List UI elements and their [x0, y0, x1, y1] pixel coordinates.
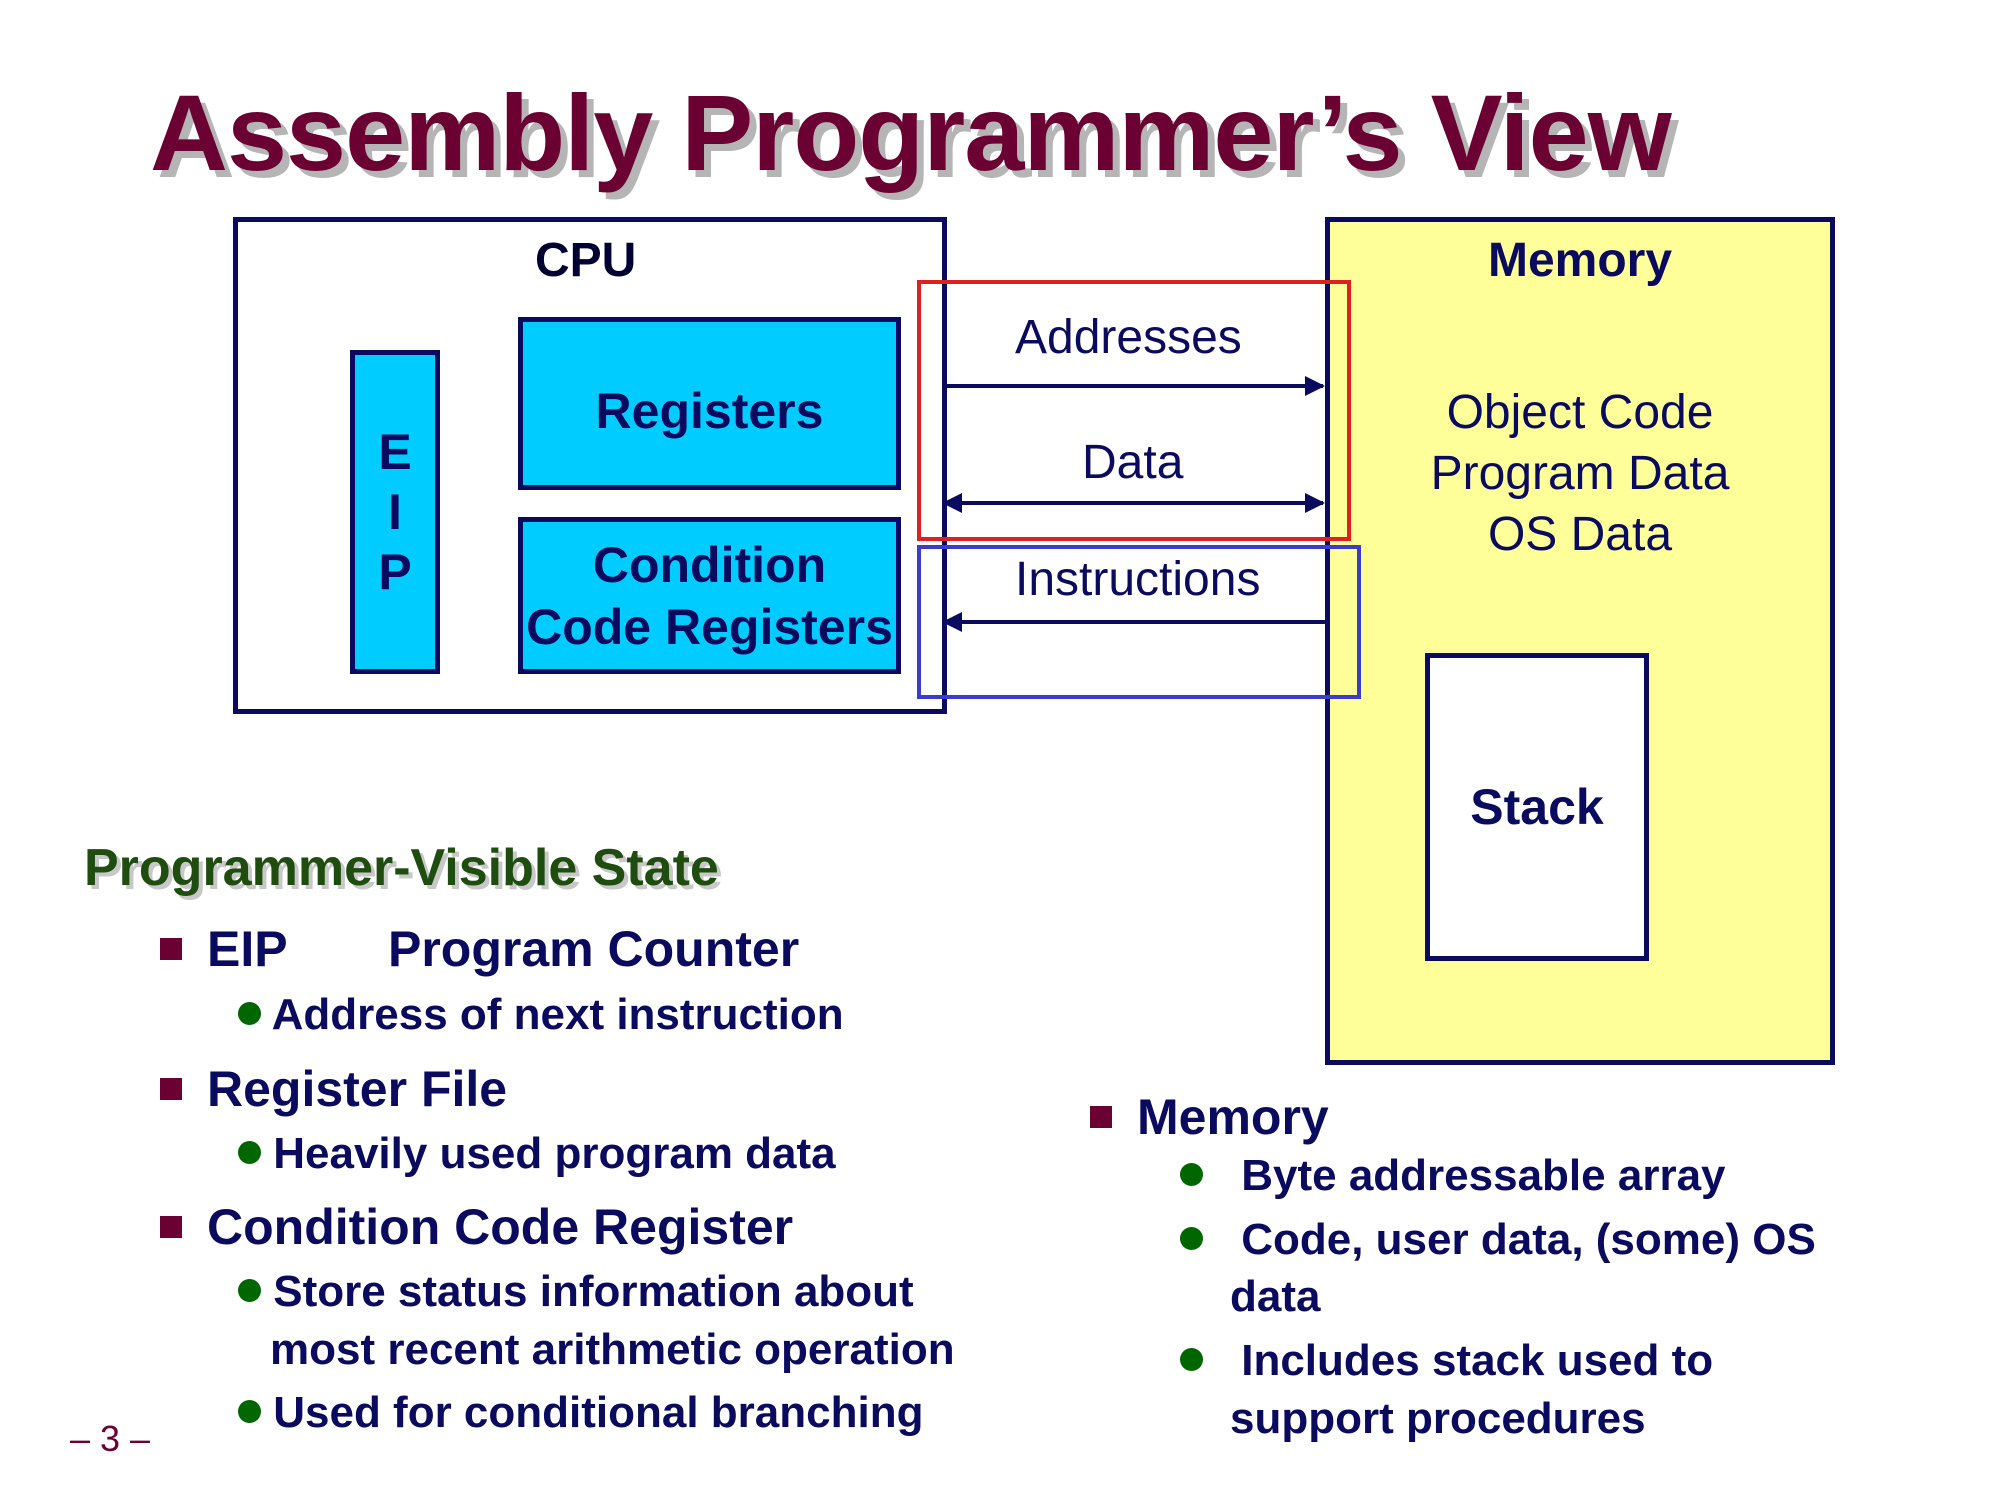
- square-bullet-icon: [160, 1077, 182, 1100]
- instructions-highlight: [917, 545, 1361, 699]
- bullet-ccr-sub2: Used for conditional branching: [238, 1384, 923, 1442]
- memory-content-object-code: Object Code: [1446, 386, 1714, 439]
- page-number: – 3 –: [70, 1418, 151, 1459]
- eip-name: EIP: [207, 921, 288, 977]
- round-bullet-icon: [1180, 1162, 1203, 1186]
- state-heading: Programmer-Visible State: [84, 839, 719, 897]
- memory-contents: Object Code Program Data OS Data: [1325, 382, 1835, 565]
- condition-code-registers-box: Condition Code Registers: [518, 517, 901, 674]
- round-bullet-icon: [238, 1399, 261, 1423]
- bullet-memory-b3: Includes stack used to: [1180, 1332, 1713, 1390]
- register-file-label: Register File: [207, 1061, 508, 1117]
- bullet-memory-b1: Byte addressable array: [1180, 1147, 1726, 1205]
- bullet-memory: Memory: [1090, 1088, 1329, 1146]
- cpu-label: CPU: [535, 234, 637, 287]
- memory-b3-line1: Includes stack used to: [1241, 1336, 1714, 1385]
- bullet-eip-sub: Address of next instruction: [238, 986, 844, 1044]
- ccr-label-line1: Condition: [592, 536, 827, 593]
- eip-letter: P: [378, 544, 412, 600]
- eip-letter: E: [378, 424, 412, 480]
- round-bullet-icon: [238, 1278, 261, 1302]
- slide-title: Assembly Programmer’s View: [150, 72, 1672, 193]
- eip-register: E I P: [350, 350, 440, 674]
- memory-notes-heading: Memory: [1137, 1089, 1329, 1145]
- ccr-sub2-text: Used for conditional branching: [273, 1388, 924, 1437]
- eip-description: Program Counter: [388, 921, 800, 977]
- bullet-register-file: Register File: [160, 1060, 507, 1118]
- bullet-register-file-sub: Heavily used program data: [238, 1125, 836, 1183]
- ccr-sub1-line1: Store status information about: [273, 1267, 914, 1316]
- round-bullet-icon: [1180, 1226, 1203, 1250]
- stack-label: Stack: [1470, 779, 1604, 835]
- memory-content-program-data: Program Data: [1430, 447, 1730, 500]
- addresses-label: Addresses: [1015, 311, 1242, 364]
- ccr-label: Condition Code Register: [207, 1199, 794, 1255]
- address-data-highlight: [917, 280, 1351, 541]
- ccr-label-line2: Code Registers: [526, 598, 893, 655]
- round-bullet-icon: [238, 1140, 261, 1164]
- round-bullet-icon: [1180, 1347, 1203, 1371]
- bullet-memory-b2: Code, user data, (some) OS: [1180, 1211, 1816, 1269]
- eip-sub-text: Address of next instruction: [271, 990, 844, 1039]
- eip-letter: I: [388, 484, 402, 540]
- memory-b2-line1: Code, user data, (some) OS: [1241, 1215, 1816, 1264]
- memory-b3-line2: support procedures: [1230, 1394, 1646, 1443]
- bullet-eip: EIP: [160, 920, 288, 978]
- bullet-ccr: Condition Code Register: [160, 1198, 793, 1256]
- square-bullet-icon: [160, 937, 182, 960]
- square-bullet-icon: [160, 1215, 182, 1238]
- memory-content-os-data: OS Data: [1487, 508, 1673, 561]
- memory-b1-text: Byte addressable array: [1241, 1151, 1726, 1200]
- square-bullet-icon: [1090, 1105, 1112, 1128]
- registers-label: Registers: [595, 383, 824, 439]
- bullet-ccr-sub1: Store status information about: [238, 1263, 914, 1321]
- stack-box: Stack: [1425, 653, 1649, 961]
- memory-label: Memory: [1487, 234, 1673, 287]
- memory-b2-line2: data: [1230, 1272, 1321, 1321]
- instructions-label: Instructions: [1015, 553, 1261, 606]
- register-file-sub-text: Heavily used program data: [273, 1129, 836, 1178]
- round-bullet-icon: [238, 1001, 261, 1025]
- registers-box: Registers: [518, 317, 901, 490]
- data-label: Data: [1082, 436, 1184, 489]
- ccr-sub1-line2: most recent arithmetic operation: [270, 1325, 955, 1374]
